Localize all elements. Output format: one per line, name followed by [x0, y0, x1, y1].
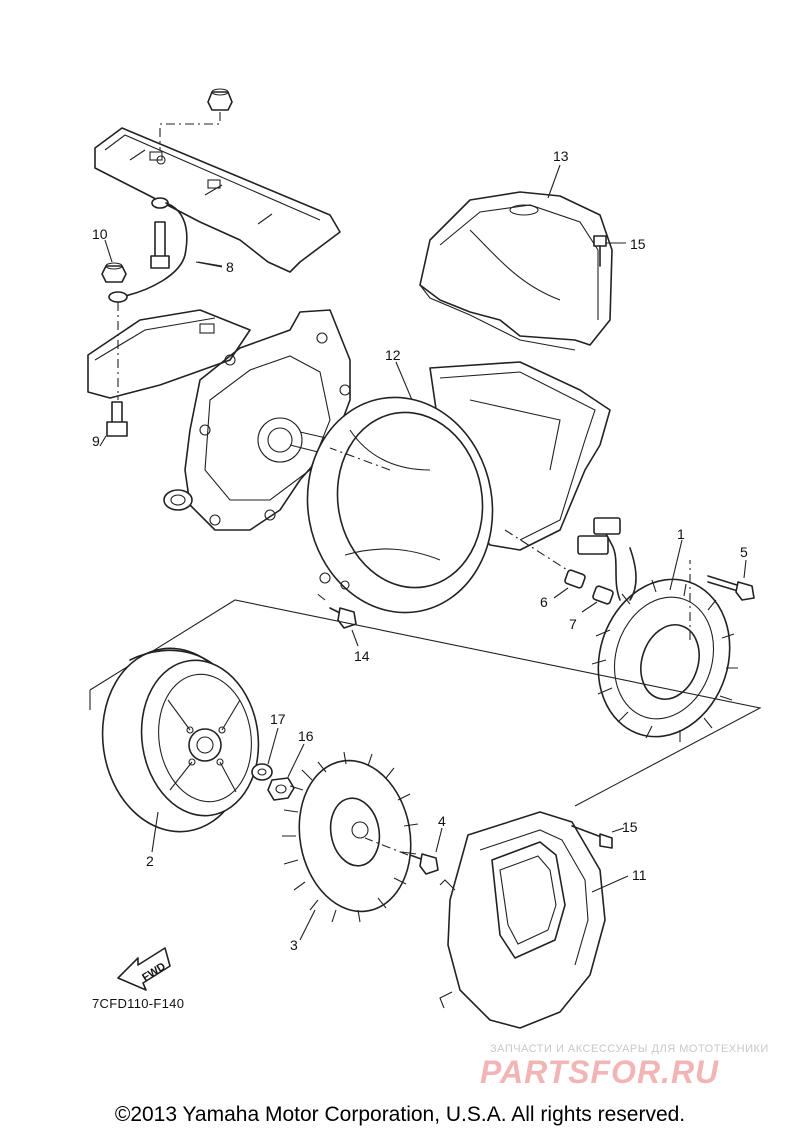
- callout-7: 7: [569, 616, 577, 632]
- callout-9: 9: [92, 433, 100, 449]
- callout-1: 1: [677, 526, 685, 542]
- flange-bolt: [106, 401, 128, 437]
- callout-11: 11: [632, 867, 647, 883]
- callout-8: 8: [226, 259, 234, 275]
- fan-cover-inner: [306, 361, 611, 614]
- callout-3: 3: [290, 937, 298, 953]
- cable-bolt: [150, 221, 170, 269]
- diagram-code: 7CFD110-F140: [92, 996, 185, 1011]
- dowel-pin-7: [592, 585, 614, 605]
- callout-13: 13: [553, 148, 569, 164]
- copyright-notice: ©2013 Yamaha Motor Corporation, U.S.A. A…: [114, 1103, 686, 1126]
- callout-15-lower: 15: [622, 819, 638, 835]
- callout-4: 4: [438, 813, 446, 829]
- stator: [577, 517, 738, 742]
- fwd-arrow-icon: FWD: [117, 947, 171, 991]
- callout-6: 6: [540, 594, 548, 610]
- callout-2: 2: [146, 853, 154, 869]
- dowel-pin-6: [564, 569, 586, 589]
- callout-17: 17: [270, 711, 286, 727]
- frame-rail-upper: [94, 127, 341, 273]
- callout-15-upper: 15: [630, 236, 646, 252]
- callout-5: 5: [740, 544, 748, 560]
- cover-bolt: [329, 607, 357, 629]
- exploded-plane: [89, 599, 762, 807]
- watermark-brand: PARTSFOR.RU: [480, 1054, 720, 1090]
- cover-screw: [571, 825, 613, 849]
- washer: [251, 763, 273, 781]
- callout-14: 14: [354, 648, 370, 664]
- flange-nut: [101, 262, 127, 283]
- callout-10: 10: [92, 226, 108, 242]
- flywheel-nut: [267, 777, 295, 801]
- shroud: [419, 191, 613, 351]
- callout-16: 16: [298, 728, 314, 744]
- watermark-tagline: ЗАПЧАСТИ И АКСЕССУАРЫ ДЛЯ МОТОТЕХНИКИ: [490, 1043, 769, 1055]
- frame-nut: [207, 88, 233, 111]
- shroud-screw: [593, 235, 607, 267]
- callout-12: 12: [385, 347, 401, 363]
- cooling-fan: [282, 751, 419, 923]
- stator-bolt: [707, 575, 755, 601]
- frame-rail-lower: [87, 309, 251, 399]
- outer-cover: [439, 811, 606, 1029]
- fan-bolt: [409, 853, 439, 875]
- flywheel: [101, 647, 260, 833]
